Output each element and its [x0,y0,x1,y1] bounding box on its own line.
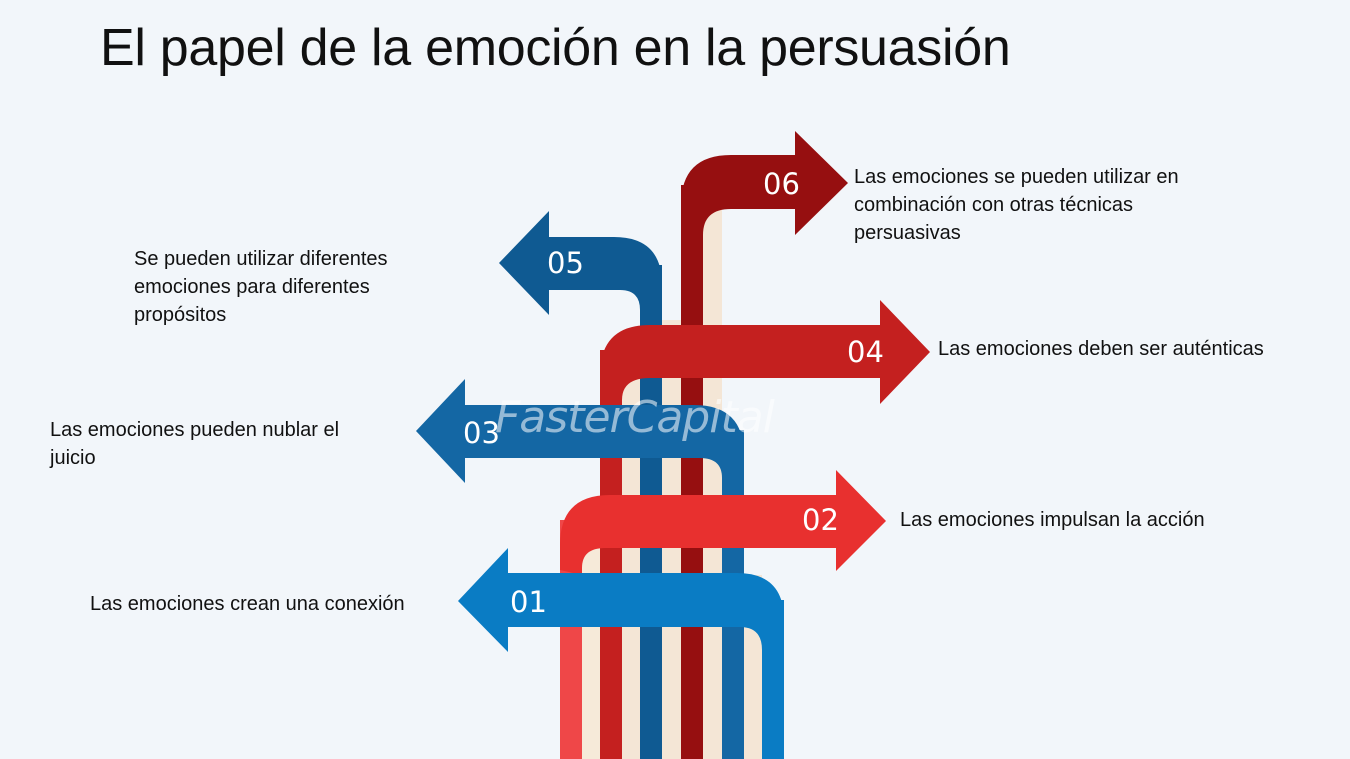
watermark: FasterCapital [495,392,775,443]
step-number-05: 05 [547,246,584,280]
arrow-04 [600,300,930,420]
step-text-06: Las emociones se pueden utilizar en comb… [854,166,1179,244]
step-text-04: Las emociones deben ser auténticas [938,338,1264,360]
arrow-01 [458,548,784,759]
arrow-02 [560,470,886,575]
step-text-03: Las emociones pueden nublar el juicio [50,419,340,469]
step-number-02: 02 [802,503,839,537]
step-text-02: Las emociones impulsan la acción [900,509,1205,531]
page-title: El papel de la emoción en la persuasión [100,19,1011,77]
step-text-01: Las emociones crean una conexión [90,593,405,615]
step-number-04: 04 [847,335,884,369]
step-text-05: Se pueden utilizar diferentes emociones … [134,248,388,326]
arrow-06 [681,131,848,330]
arrow-05 [499,211,662,330]
step-number-03: 03 [463,416,500,450]
step-number-06: 06 [763,167,800,201]
step-number-01: 01 [510,585,547,619]
arrow-03 [416,379,744,495]
